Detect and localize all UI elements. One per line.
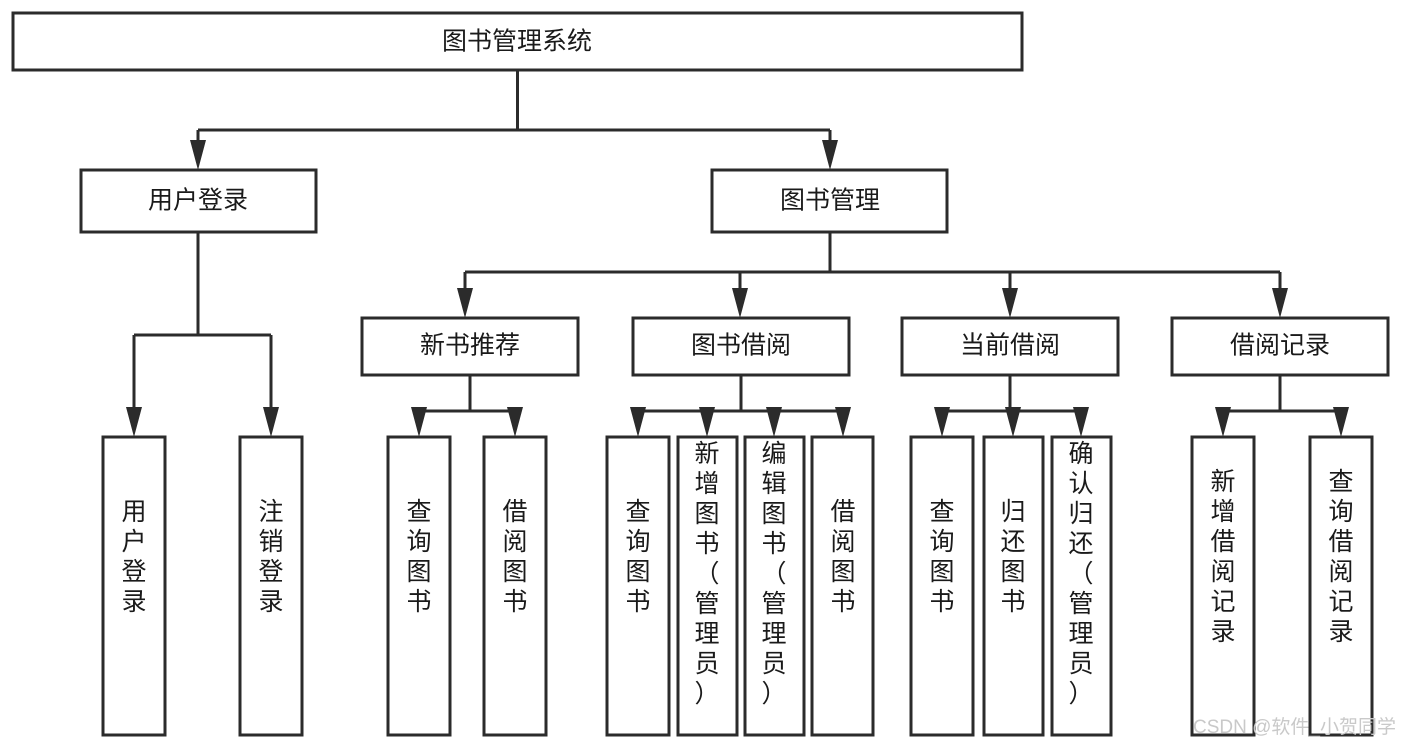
node-leaf-query-book-2-box[interactable]	[605, 435, 671, 737]
node-current-borrow-box[interactable]	[900, 316, 1120, 377]
node-leaf-query-book-2[interactable]: 查询图书	[605, 435, 671, 737]
node-leaf-query-book-3[interactable]: 查询图书	[909, 435, 975, 737]
node-leaf-borrow-book-2-label: 借阅图书	[830, 498, 855, 616]
arrow-icon-to-leaf-query-book-1	[411, 407, 427, 437]
arrow-icon-to-leaf-return-book	[1005, 407, 1021, 437]
node-leaf-confirm-return[interactable]: 确认归还（管理员）	[1050, 435, 1113, 737]
node-book-manage-box[interactable]	[710, 168, 949, 234]
node-root[interactable]: 图书管理系统	[11, 11, 1024, 72]
arrow-icon-to-leaf-edit-book	[766, 407, 782, 437]
node-leaf-return-book-label: 归还图书	[1000, 498, 1025, 616]
node-current-borrow[interactable]: 当前借阅	[900, 316, 1120, 377]
node-leaf-edit-book[interactable]: 编辑图书（管理员）	[743, 435, 806, 737]
node-root-box[interactable]	[11, 11, 1024, 72]
node-leaf-add-book[interactable]: 新增图书（管理员）	[676, 435, 739, 737]
csdn-watermark: CSDN @软件_小贺同学	[1193, 716, 1396, 738]
node-leaf-query-book-2-label: 查询图书	[625, 498, 650, 616]
node-book-manage-label: 图书管理	[780, 187, 880, 215]
arrowhead-layer	[126, 140, 1349, 437]
arrow-icon-to-book-manage	[822, 140, 838, 170]
node-leaf-query-record-label: 查询借阅记录	[1328, 468, 1353, 646]
node-leaf-logout[interactable]: 注销登录	[238, 435, 304, 737]
arrow-icon-to-new-book-recommend	[457, 288, 473, 318]
arrow-icon-to-borrow-record	[1272, 288, 1288, 318]
arrow-icon-to-leaf-confirm-return	[1073, 407, 1089, 437]
node-leaf-borrow-book-2[interactable]: 借阅图书	[810, 435, 875, 737]
node-leaf-return-book-box[interactable]	[982, 435, 1045, 737]
node-leaf-user-login-label: 用户登录	[121, 498, 146, 616]
node-current-borrow-label: 当前借阅	[960, 332, 1060, 360]
node-borrow-record[interactable]: 借阅记录	[1170, 316, 1390, 377]
node-new-book-recommend[interactable]: 新书推荐	[360, 316, 580, 377]
arrow-icon-to-book-borrow	[732, 288, 748, 318]
node-leaf-query-book-3-label: 查询图书	[929, 498, 954, 616]
node-leaf-query-book-1[interactable]: 查询图书	[386, 435, 452, 737]
node-root-label: 图书管理系统	[442, 28, 592, 56]
node-leaf-query-book-1-box[interactable]	[386, 435, 452, 737]
arrow-icon-to-leaf-query-book-3	[934, 407, 950, 437]
node-leaf-user-login-box[interactable]	[101, 435, 167, 737]
node-leaf-confirm-return-label: 确认归还（管理员）	[1068, 440, 1093, 708]
node-leaf-logout-label: 注销登录	[258, 498, 283, 616]
node-leaf-add-record-box[interactable]	[1190, 435, 1256, 737]
node-leaf-return-book[interactable]: 归还图书	[982, 435, 1045, 737]
arrow-icon-to-leaf-add-record	[1215, 407, 1231, 437]
node-book-manage[interactable]: 图书管理	[710, 168, 949, 234]
node-leaf-add-book-label: 新增图书（管理员）	[694, 440, 719, 708]
node-book-borrow-label: 图书借阅	[691, 332, 791, 360]
node-leaf-logout-box[interactable]	[238, 435, 304, 737]
arrow-icon-to-leaf-borrow-book-1	[507, 407, 523, 437]
node-user-login-box[interactable]	[79, 168, 318, 234]
node-leaf-edit-book-box[interactable]	[743, 435, 806, 737]
node-borrow-record-box[interactable]	[1170, 316, 1390, 377]
arrow-icon-to-leaf-borrow-book-2	[835, 407, 851, 437]
node-leaf-borrow-book-1-box[interactable]	[482, 435, 548, 737]
arrow-icon-to-leaf-user-login	[126, 407, 142, 437]
node-leaf-add-record[interactable]: 新增借阅记录	[1190, 435, 1256, 737]
node-leaf-query-record-box[interactable]	[1308, 435, 1374, 737]
arrow-icon-to-leaf-query-record	[1333, 407, 1349, 437]
node-leaf-edit-book-label: 编辑图书（管理员）	[761, 440, 786, 708]
node-leaf-query-book-1-label: 查询图书	[406, 498, 431, 616]
node-new-book-recommend-box[interactable]	[360, 316, 580, 377]
node-borrow-record-label: 借阅记录	[1230, 332, 1330, 360]
node-leaf-query-record[interactable]: 查询借阅记录	[1308, 435, 1374, 737]
arrow-icon-to-user-login	[190, 140, 206, 170]
arrow-icon-to-leaf-logout	[263, 407, 279, 437]
node-user-login-label: 用户登录	[148, 187, 248, 215]
node-leaf-user-login[interactable]: 用户登录	[101, 435, 167, 737]
arrow-icon-to-leaf-query-book-2	[630, 407, 646, 437]
node-leaf-borrow-book-1[interactable]: 借阅图书	[482, 435, 548, 737]
node-leaf-borrow-book-2-box[interactable]	[810, 435, 875, 737]
node-new-book-recommend-label: 新书推荐	[420, 332, 520, 360]
node-leaf-confirm-return-box[interactable]	[1050, 435, 1113, 737]
node-book-borrow[interactable]: 图书借阅	[631, 316, 851, 377]
node-leaf-add-record-label: 新增借阅记录	[1210, 468, 1235, 646]
node-leaf-borrow-book-1-label: 借阅图书	[502, 498, 527, 616]
node-user-login[interactable]: 用户登录	[79, 168, 318, 234]
node-leaf-add-book-box[interactable]	[676, 435, 739, 737]
arrow-icon-to-current-borrow	[1002, 288, 1018, 318]
node-leaf-query-book-3-box[interactable]	[909, 435, 975, 737]
node-book-borrow-box[interactable]	[631, 316, 851, 377]
arrow-icon-to-leaf-add-book	[699, 407, 715, 437]
